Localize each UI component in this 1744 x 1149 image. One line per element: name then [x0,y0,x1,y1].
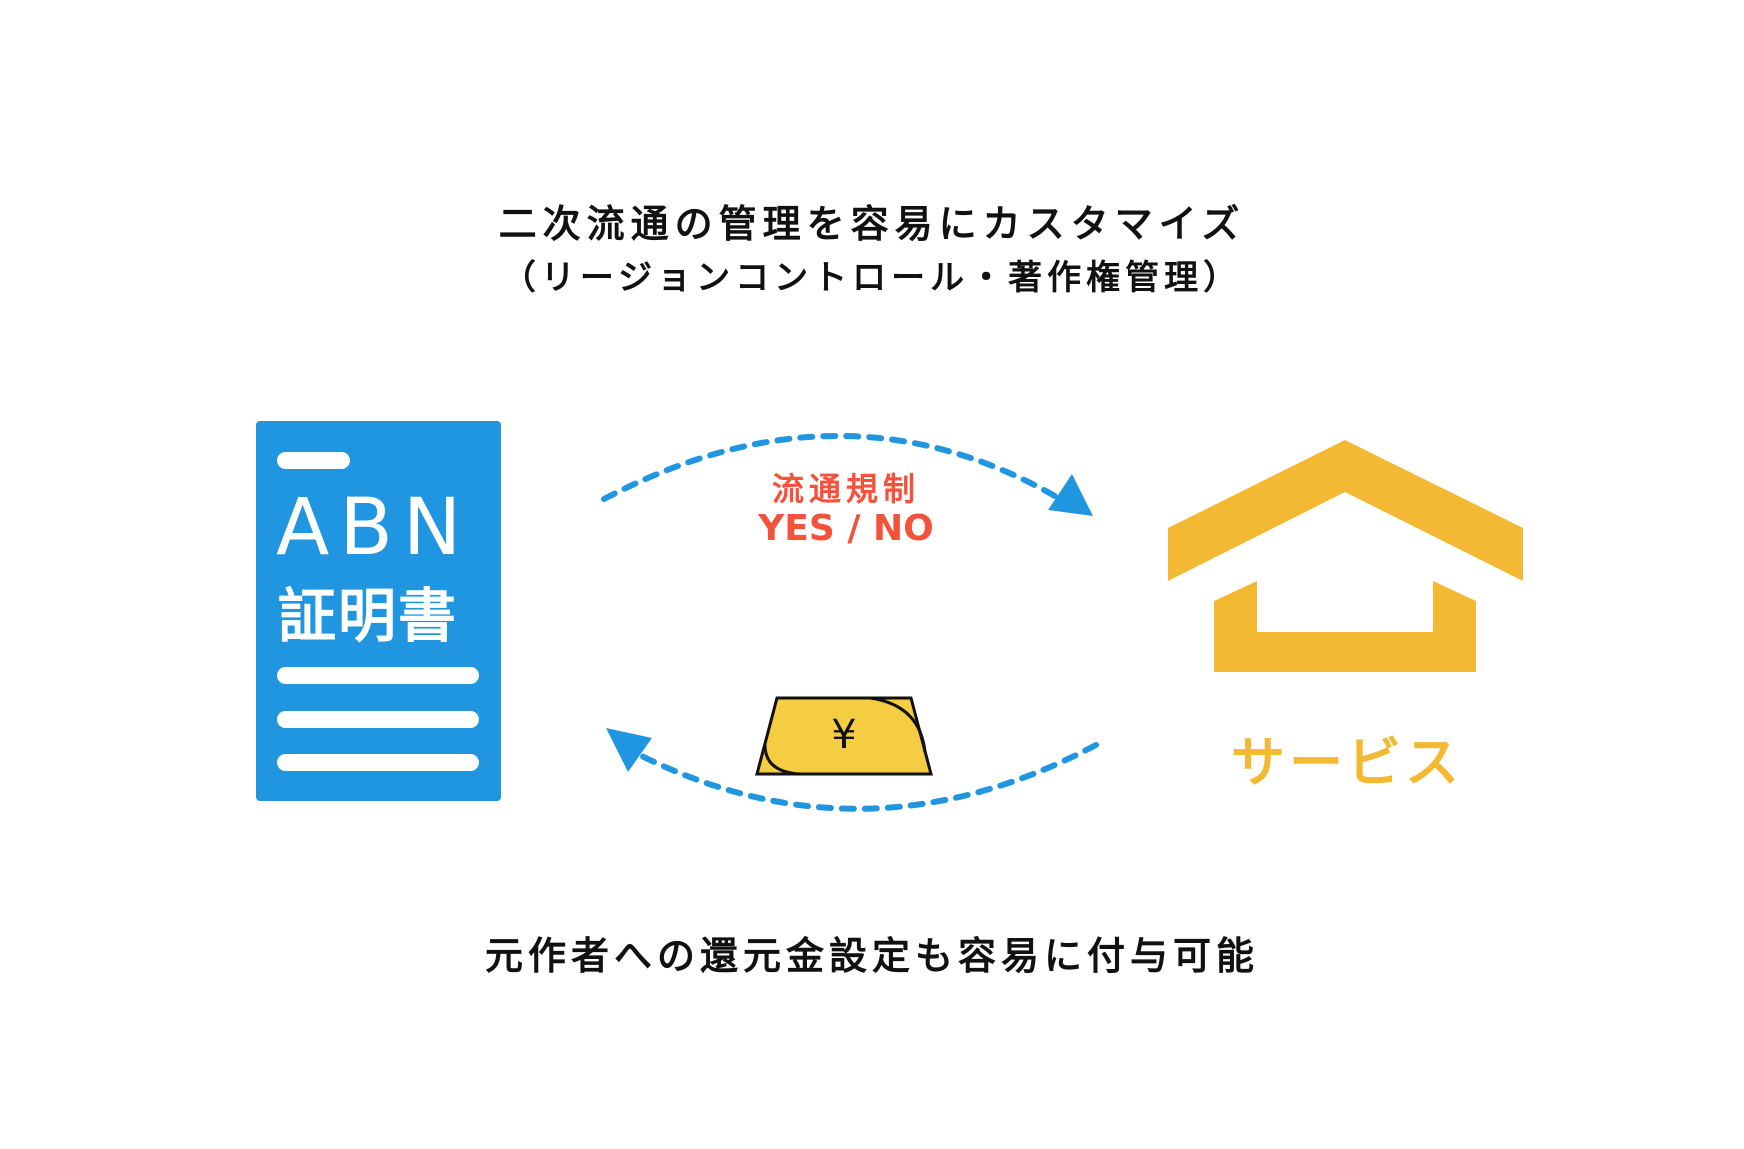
bottom-arrowhead-icon [606,728,652,772]
document-line [277,711,479,728]
title-line-2: （リージョンコントロール・著作権管理） [501,258,1243,298]
top-arrowhead-icon [1048,474,1093,516]
money-bill-icon [755,696,933,776]
document-line [277,667,479,684]
document-header-bar [277,452,350,469]
yen-symbol: ¥ [831,712,857,758]
footer-text: 元作者への還元金設定も容易に付与可能 [484,934,1259,978]
document-line [277,754,479,771]
title-line-1: 二次流通の管理を容易にカスタマイズ [498,202,1246,246]
top-flow-arrow-line [601,432,1073,508]
regulation-yes-no: YES / NO [758,508,934,549]
regulation-label: 流通規制 [771,470,920,508]
bottom-flow-arrow-line [627,742,1099,812]
abn-certificate-document-icon: ABN 証明書 [256,421,501,801]
service-label: サービス [1231,731,1463,794]
service-house-icon [1168,440,1523,672]
certificate-label: 証明書 [278,582,459,650]
certificate-abn-label: ABN [276,483,472,573]
